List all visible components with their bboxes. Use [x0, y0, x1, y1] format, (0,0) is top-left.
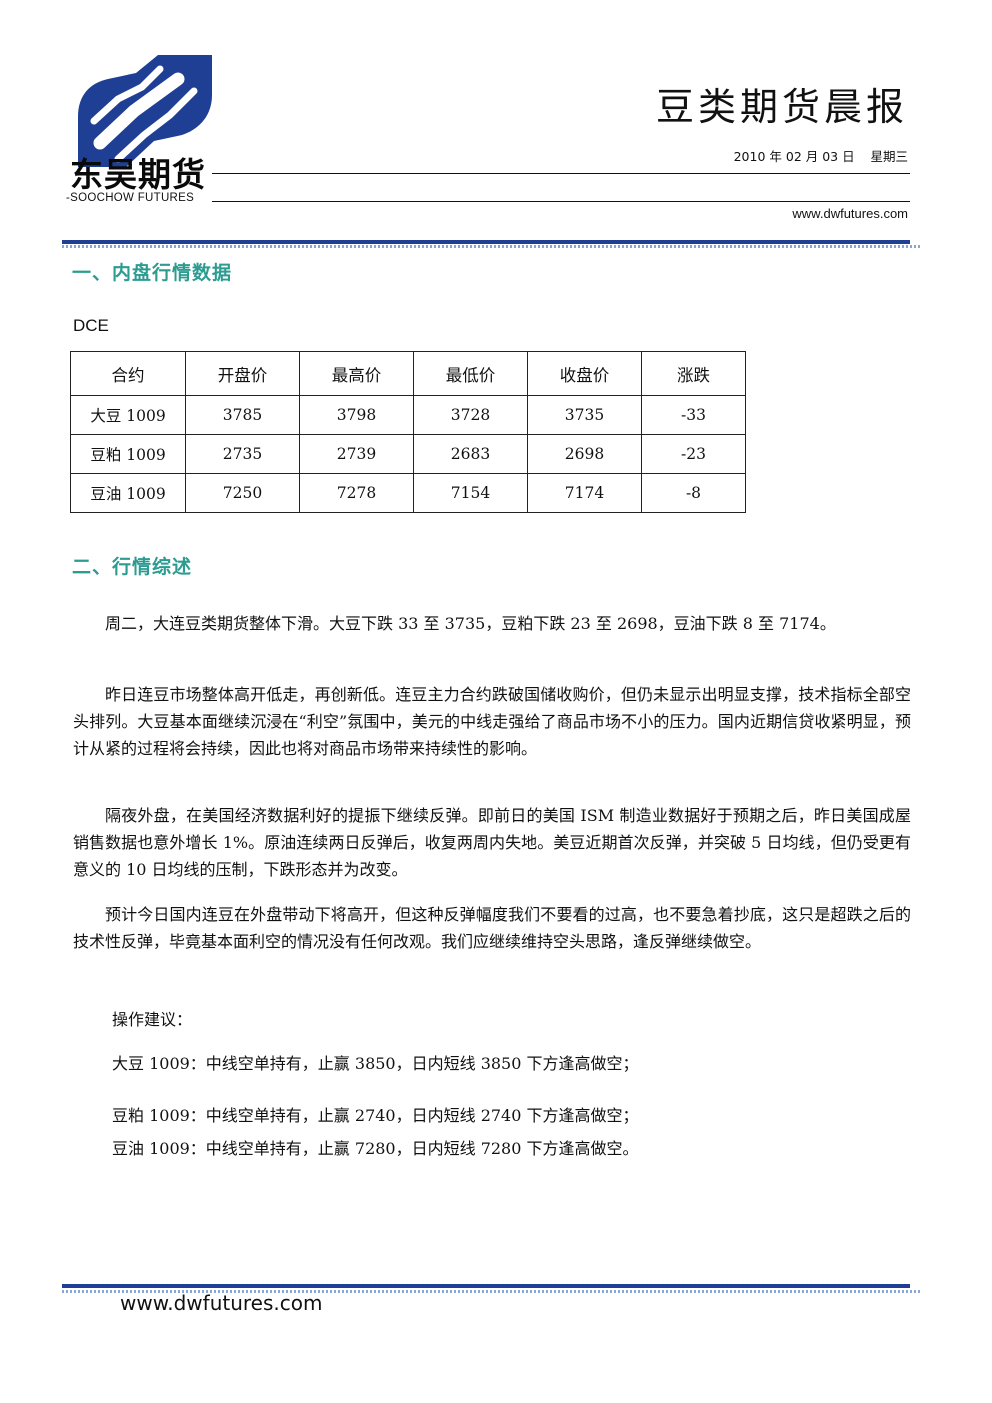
table-cell: 2739 — [299, 434, 414, 474]
advice-heading: 操作建议： — [112, 1010, 193, 1029]
header-blue-bar — [62, 240, 910, 244]
table-cell: 3798 — [299, 395, 414, 435]
quotes-table: 合约 开盘价 最高价 最低价 收盘价 涨跌 大豆 1009 3785 3798 … — [70, 351, 746, 513]
header-website-link[interactable]: www.dwfutures.com — [792, 206, 908, 221]
table-cell: 3785 — [185, 395, 300, 435]
table-cell: -33 — [641, 395, 746, 435]
brand-name-en: -SOOCHOW FUTURES — [66, 192, 195, 204]
header-rule-top — [212, 173, 910, 174]
report-date: 2010 年 02 月 03 日 星期三 — [733, 149, 908, 164]
table-cell: 7250 — [185, 473, 300, 513]
footer-website-link[interactable]: www.dwfutures.com — [120, 1291, 323, 1315]
table-cell: -8 — [641, 473, 746, 513]
column-header: 最低价 — [413, 351, 528, 396]
table-cell: 2735 — [185, 434, 300, 474]
summary-paragraph: 昨日连豆市场整体高开低走，再创新低。连豆主力合约跌破国储收购价，但仍未显示出明显… — [73, 685, 911, 758]
footer-blue-bar — [62, 1284, 910, 1288]
column-header: 合约 — [70, 351, 186, 396]
section-title-market-summary: 二、行情综述 — [72, 556, 193, 578]
table-cell: 3728 — [413, 395, 528, 435]
table-header-row: 合约 开盘价 最高价 最低价 收盘价 涨跌 — [70, 351, 746, 396]
section-title-market-data: 一、内盘行情数据 — [72, 262, 233, 284]
column-header: 最高价 — [299, 351, 414, 396]
table-cell: 2698 — [527, 434, 642, 474]
table-cell: 3735 — [527, 395, 642, 435]
report-title: 豆类期货晨报 — [655, 85, 908, 129]
table-cell: 7174 — [527, 473, 642, 513]
table-cell: 豆油 1009 — [70, 473, 186, 513]
advice-item: 豆油 1009：中线空单持有，止赢 7280，日内短线 7280 下方逢高做空。 — [112, 1139, 639, 1158]
soochow-logo-icon — [78, 55, 212, 167]
table-cell: 豆粕 1009 — [70, 434, 186, 474]
column-header: 收盘价 — [527, 351, 642, 396]
footer-dotted-bar — [62, 1290, 920, 1293]
table-row: 大豆 1009 3785 3798 3728 3735 -33 — [70, 395, 746, 435]
column-header: 涨跌 — [641, 351, 746, 396]
table-row: 豆粕 1009 2735 2739 2683 2698 -23 — [70, 434, 746, 474]
header-dotted-bar — [62, 245, 920, 248]
table-row: 豆油 1009 7250 7278 7154 7174 -8 — [70, 473, 746, 513]
table-cell: -23 — [641, 434, 746, 474]
exchange-label: DCE — [73, 316, 109, 335]
advice-item: 豆粕 1009：中线空单持有，止赢 2740，日内短线 2740 下方逢高做空； — [112, 1106, 639, 1125]
column-header: 开盘价 — [185, 351, 300, 396]
header-rule-bottom — [212, 201, 910, 202]
advice-item: 大豆 1009：中线空单持有，止赢 3850，日内短线 3850 下方逢高做空； — [112, 1054, 639, 1073]
brand-name-cn: 东吴期货 — [70, 155, 206, 194]
table-cell: 7154 — [413, 473, 528, 513]
table-cell: 7278 — [299, 473, 414, 513]
summary-paragraph: 隔夜外盘，在美国经济数据利好的提振下继续反弹。即前日的美国 ISM 制造业数据好… — [73, 806, 911, 879]
table-cell: 大豆 1009 — [70, 395, 186, 435]
summary-paragraph: 预计今日国内连豆在外盘带动下将高开，但这种反弹幅度我们不要看的过高，也不要急着抄… — [73, 905, 911, 951]
table-cell: 2683 — [413, 434, 528, 474]
summary-paragraph: 周二，大连豆类期货整体下滑。大豆下跌 33 至 3735，豆粕下跌 23 至 2… — [105, 614, 836, 633]
